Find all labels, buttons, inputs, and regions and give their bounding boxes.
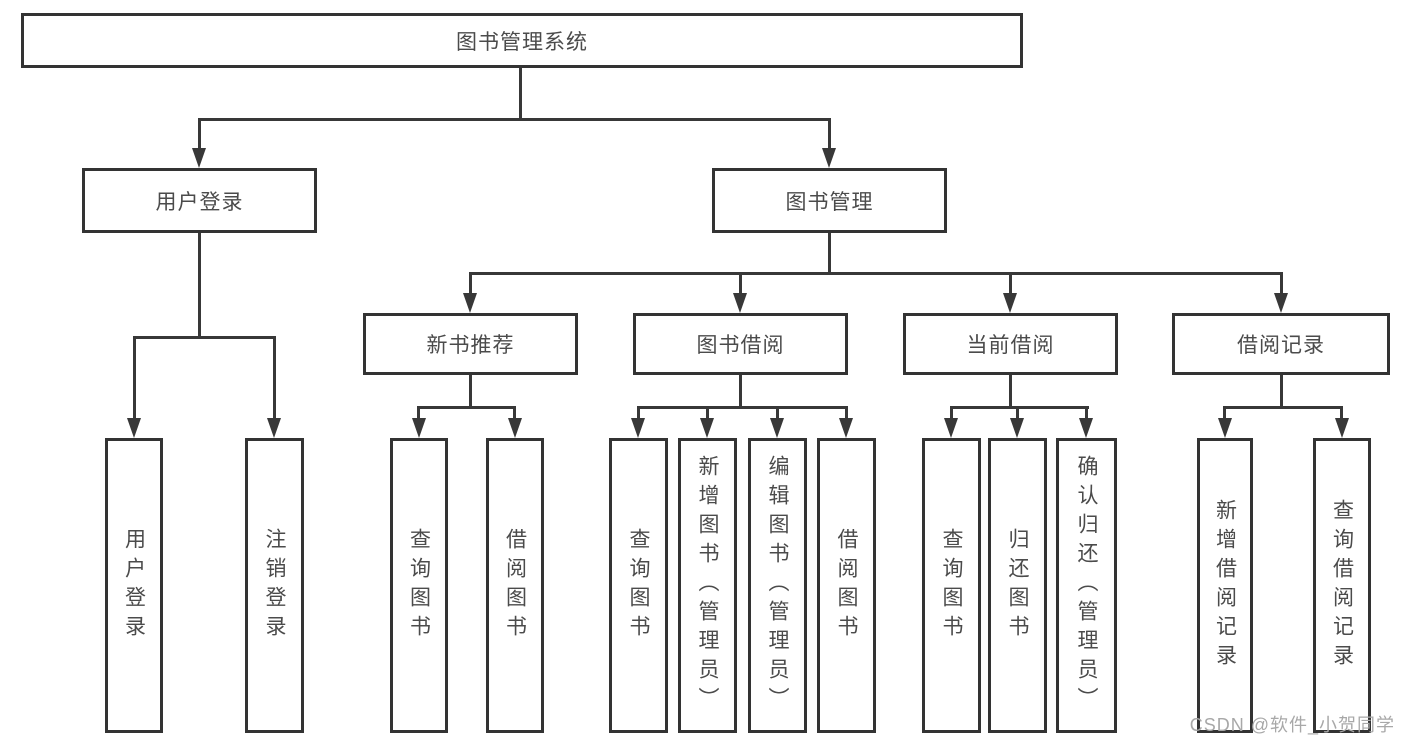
connector <box>1280 375 1283 409</box>
leaf-return-book: 归还图书 <box>988 438 1047 733</box>
connector <box>1280 272 1283 297</box>
connector <box>198 118 831 121</box>
leaf-user-login-label: 用户登录 <box>122 527 146 644</box>
connector <box>1009 375 1012 409</box>
node-user-login: 用户登录 <box>82 168 317 233</box>
node-current-borrow: 当前借阅 <box>903 313 1118 375</box>
connector <box>739 272 742 297</box>
connector <box>637 406 640 422</box>
node-borrow-records-label: 借阅记录 <box>1237 334 1325 357</box>
node-root: 图书管理系统 <box>21 13 1023 68</box>
connector <box>198 118 201 152</box>
connector <box>828 233 831 275</box>
leaf-add-book-admin-label: 新增图书（管理员） <box>696 455 719 716</box>
leaf-query-books-current: 查询图书 <box>922 438 981 733</box>
connector <box>469 272 1283 275</box>
node-current-borrow-label: 当前借阅 <box>966 334 1055 357</box>
arrow-down-icon <box>1274 293 1288 313</box>
connector <box>198 233 201 339</box>
connector <box>845 406 848 422</box>
arrow-down-icon <box>733 293 747 313</box>
leaf-return-book-label: 归还图书 <box>1006 527 1029 644</box>
arrow-down-icon <box>463 293 477 313</box>
leaf-add-borrow-record-label: 新增借阅记录 <box>1213 498 1237 673</box>
connector <box>133 336 136 422</box>
connector <box>828 118 831 152</box>
arrow-down-icon <box>192 148 206 168</box>
node-borrow-records: 借阅记录 <box>1172 313 1390 375</box>
connector <box>776 406 779 422</box>
csdn-watermark: CSDN @软件_小贺同学 <box>1189 715 1395 735</box>
leaf-add-borrow-record: 新增借阅记录 <box>1197 438 1253 733</box>
connector <box>1223 406 1343 409</box>
arrow-down-icon <box>631 418 645 438</box>
leaf-edit-book-admin: 编辑图书（管理员） <box>748 438 807 733</box>
leaf-query-borrow-record-label: 查询借阅记录 <box>1330 498 1354 673</box>
leaf-borrow-books-label: 借阅图书 <box>835 527 858 644</box>
arrow-down-icon <box>1003 293 1017 313</box>
connector <box>513 406 516 422</box>
node-book-borrow-label: 图书借阅 <box>696 334 785 357</box>
leaf-user-login: 用户登录 <box>105 438 163 733</box>
leaf-borrow-books-recommend: 借阅图书 <box>486 438 544 733</box>
leaf-confirm-return-admin: 确认归还（管理员） <box>1056 438 1117 733</box>
connector <box>706 406 709 422</box>
arrow-down-icon <box>944 418 958 438</box>
node-root-label: 图书管理系统 <box>456 30 588 54</box>
leaf-add-book-admin: 新增图书（管理员） <box>678 438 737 733</box>
node-book-management: 图书管理 <box>712 168 947 233</box>
leaf-query-books-recommend-label: 查询图书 <box>407 527 431 644</box>
leaf-confirm-return-admin-label: 确认归还（管理员） <box>1075 455 1098 716</box>
node-book-management-label: 图书管理 <box>785 190 874 214</box>
connector <box>637 406 848 409</box>
connector <box>1085 406 1088 422</box>
connector <box>950 406 953 422</box>
arrow-down-icon <box>267 418 281 438</box>
arrow-down-icon <box>1079 418 1093 438</box>
node-new-book-recommend: 新书推荐 <box>363 313 578 375</box>
arrow-down-icon <box>412 418 426 438</box>
connector <box>1016 406 1019 422</box>
connector <box>1340 406 1343 422</box>
arrow-down-icon <box>700 418 714 438</box>
node-new-book-recommend-label: 新书推荐 <box>426 334 515 357</box>
leaf-query-books-recommend: 查询图书 <box>390 438 448 733</box>
leaf-query-books-borrow-label: 查询图书 <box>627 527 650 644</box>
leaf-query-books-current-label: 查询图书 <box>940 527 963 644</box>
arrow-down-icon <box>127 418 141 438</box>
leaf-query-books-borrow: 查询图书 <box>609 438 668 733</box>
connector <box>950 406 1089 409</box>
arrow-down-icon <box>1335 418 1349 438</box>
leaf-query-borrow-record: 查询借阅记录 <box>1313 438 1371 733</box>
arrow-down-icon <box>822 148 836 168</box>
arrow-down-icon <box>770 418 784 438</box>
node-book-borrow: 图书借阅 <box>633 313 848 375</box>
leaf-borrow-books: 借阅图书 <box>817 438 876 733</box>
connector <box>133 336 276 339</box>
leaf-logout-label: 注销登录 <box>263 527 286 644</box>
leaf-borrow-books-recommend-label: 借阅图书 <box>503 527 527 644</box>
arrow-down-icon <box>839 418 853 438</box>
connector <box>1009 272 1012 297</box>
arrow-down-icon <box>1010 418 1024 438</box>
connector <box>469 375 472 409</box>
leaf-edit-book-admin-label: 编辑图书（管理员） <box>766 455 789 716</box>
leaf-logout: 注销登录 <box>245 438 304 733</box>
connector <box>739 375 742 409</box>
connector <box>519 68 522 121</box>
connector <box>417 406 516 409</box>
connector <box>273 336 276 422</box>
arrow-down-icon <box>1218 418 1232 438</box>
connector <box>469 272 472 297</box>
node-user-login-label: 用户登录 <box>155 190 244 214</box>
connector <box>1223 406 1226 422</box>
arrow-down-icon <box>508 418 522 438</box>
connector <box>417 406 420 422</box>
